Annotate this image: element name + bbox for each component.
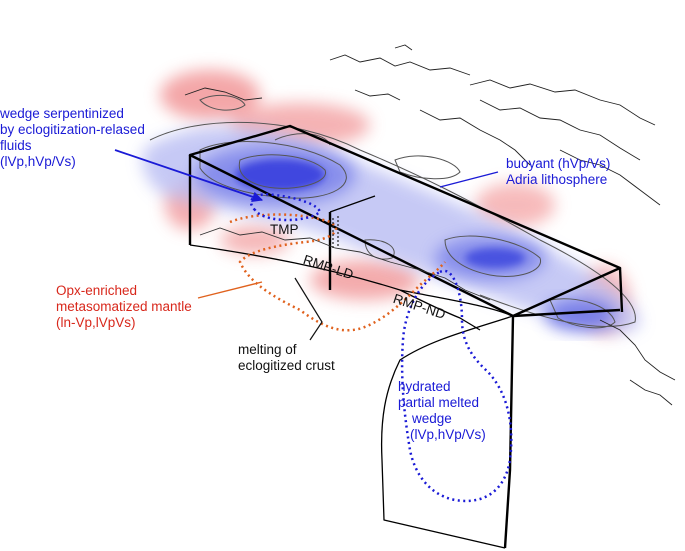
opx-leader-line xyxy=(197,281,263,299)
label-line: Adria lithosphere xyxy=(506,172,608,187)
label-line: fluids xyxy=(0,138,32,153)
label-line: (lVp,hVp/Vs) xyxy=(410,427,486,442)
hydrated-wedge-outline xyxy=(400,269,513,503)
contour-lines xyxy=(149,94,636,329)
label-line: melting of xyxy=(238,342,297,357)
label-line: metasomatized mantle xyxy=(56,299,192,314)
label-line: Opx-enriched xyxy=(56,283,138,298)
label-tmp: TMP xyxy=(270,222,299,237)
label-wedge-serpentinized: wedge serpentinized by eclogitization-re… xyxy=(0,106,145,170)
label-line: (lVp,hVp/Vs) xyxy=(0,154,76,169)
label-line: eclogitized crust xyxy=(238,358,335,373)
label-opx-enriched: Opx-enriched metasomatized mantle (ln-Vp… xyxy=(56,283,192,331)
tmp-slab-marker xyxy=(332,216,339,250)
label-line: partial melted xyxy=(398,395,480,410)
label-buoyant-adria: buoyant (hVp/Vs) Adria lithosphere xyxy=(506,156,610,188)
adria-leader-line xyxy=(439,171,499,188)
label-line: wedge xyxy=(412,411,452,426)
label-line: by eclogitization-relased xyxy=(0,122,145,137)
label-line: hydrated xyxy=(398,379,451,394)
block-sides xyxy=(189,195,514,549)
label-hydrated-wedge: hydrated partial melted wedge (lVp,hVp/V… xyxy=(398,379,486,443)
block-outline xyxy=(188,124,624,549)
melting-leader-line xyxy=(294,277,323,341)
label-melting-crust: melting of eclogitized crust xyxy=(238,342,335,374)
label-line: buoyant (hVp/Vs) xyxy=(506,156,611,171)
serpentinized-leader-line xyxy=(114,149,264,202)
label-line: (ln-Vp,lVpVs) xyxy=(56,315,136,330)
front-coastline xyxy=(199,227,491,301)
coastlines xyxy=(184,44,676,406)
serpentinized-wedge-outline xyxy=(249,193,322,222)
label-line: wedge serpentinized xyxy=(0,106,124,121)
